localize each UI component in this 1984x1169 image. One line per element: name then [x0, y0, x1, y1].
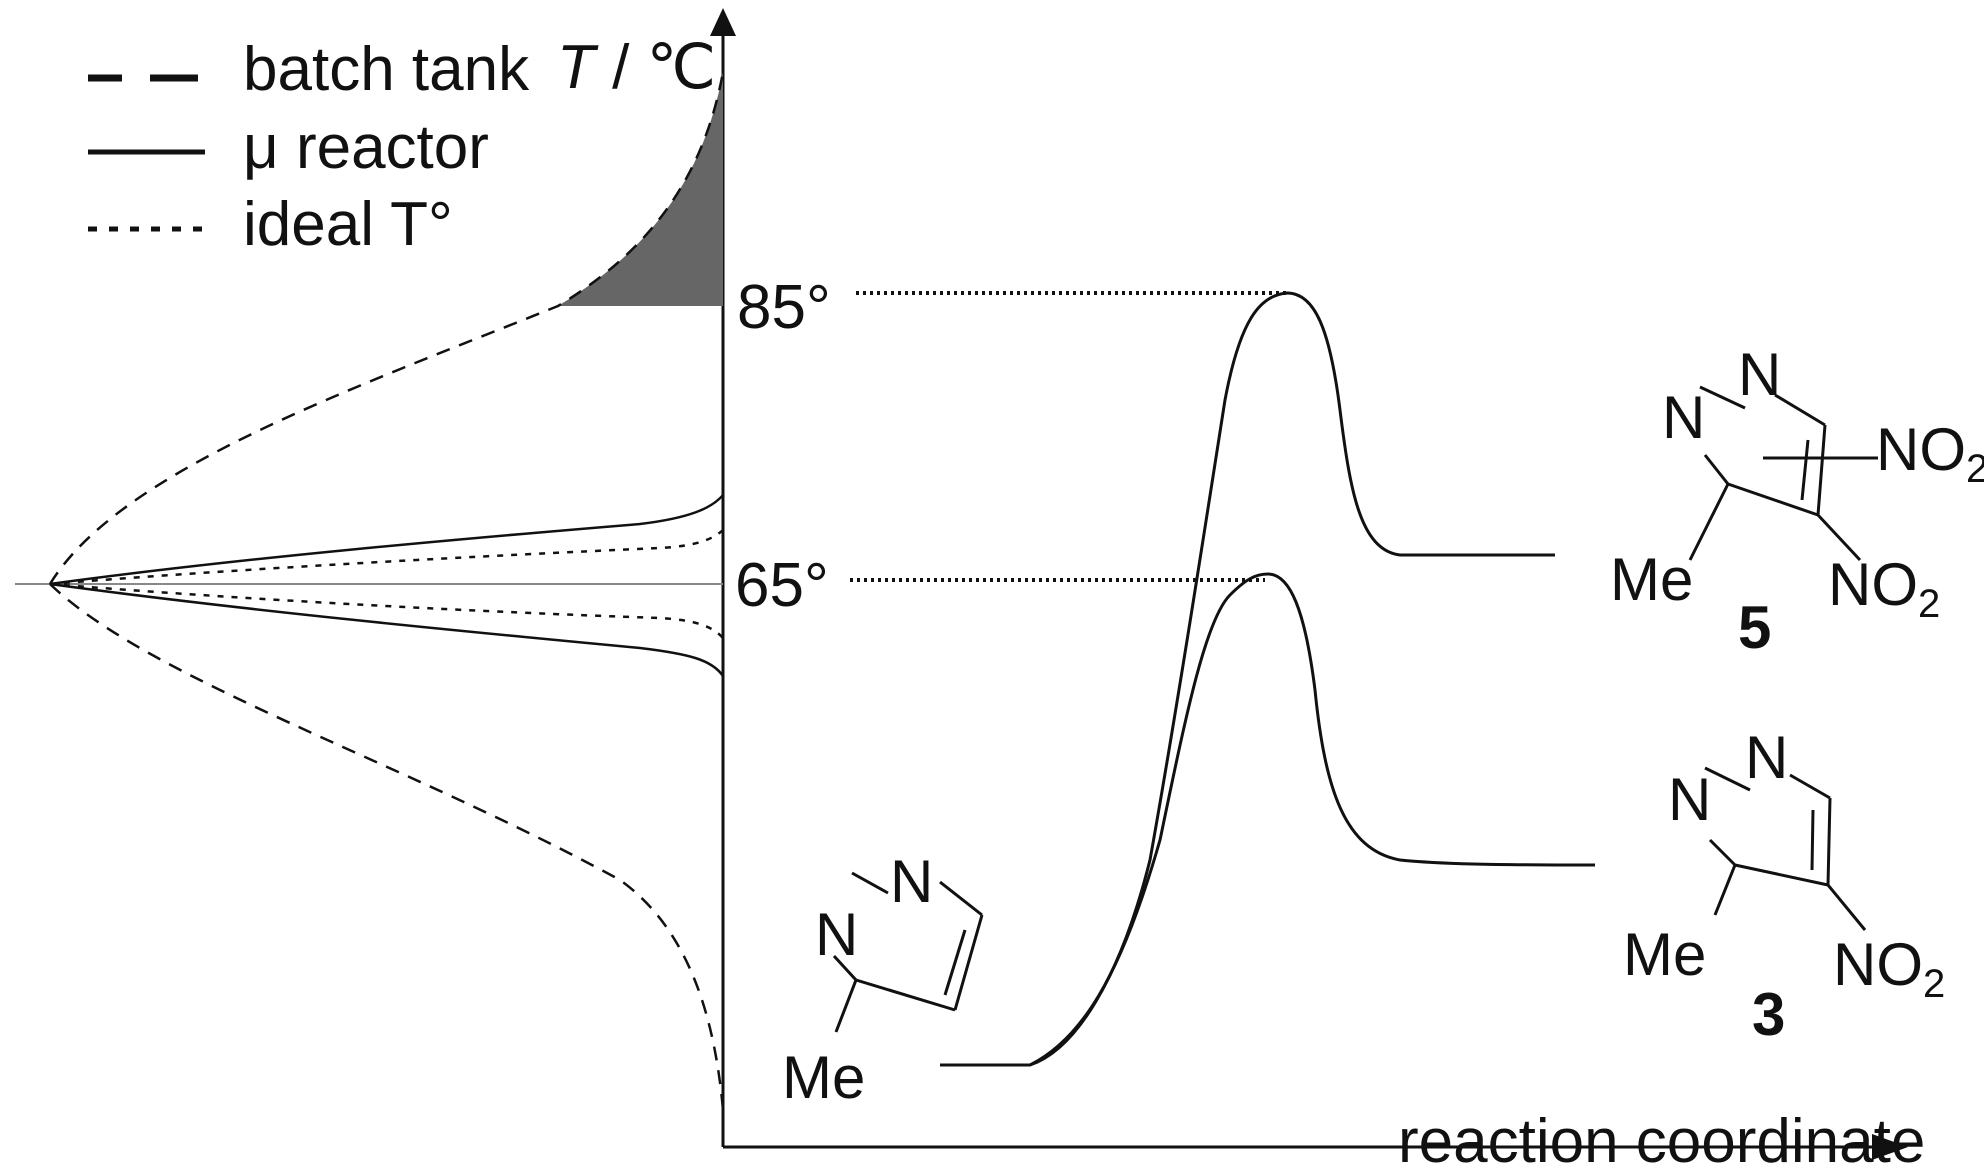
- start-methyl: Me: [782, 1044, 865, 1111]
- micro-curve-upper: [49, 494, 724, 586]
- y-axis-label: T / ℃: [557, 33, 716, 102]
- product3-number: 3: [1752, 981, 1785, 1048]
- product5-n1: N: [1662, 384, 1705, 451]
- product3-n1: N: [1668, 766, 1711, 833]
- legend-micro-label: μ reactor: [243, 113, 489, 182]
- legend-batch-label: batch tank: [243, 35, 530, 104]
- level-low-label: 65°: [735, 551, 829, 620]
- legend: batch tank μ reactor ideal T°: [88, 35, 530, 259]
- temperature-spread-profiles: [15, 71, 725, 1111]
- profile-dinitration: [940, 291, 1555, 1067]
- x-axis: [723, 1134, 1908, 1160]
- product5-number: 5: [1738, 594, 1771, 661]
- product5-n2: N: [1738, 341, 1781, 408]
- molecule-product-3: N N Me NO2 3: [1623, 724, 1945, 1048]
- ideal-curve-lower: [49, 582, 724, 639]
- product5-nitro-b: NO2: [1828, 551, 1940, 626]
- ideal-curve-upper: [49, 529, 724, 586]
- product3-n2: N: [1745, 724, 1788, 791]
- molecule-start: N N Me: [782, 848, 984, 1111]
- start-n1: N: [815, 901, 858, 968]
- product5-methyl: Me: [1610, 546, 1693, 613]
- reaction-profiles: [940, 291, 1596, 1067]
- legend-ideal-label: ideal T°: [243, 190, 453, 259]
- level-high-label: 85°: [737, 273, 831, 342]
- product5-nitro-a: NO2: [1876, 416, 1984, 491]
- batch-curve-lower: [49, 583, 725, 1111]
- profile-mononitration: [1029, 572, 1596, 1067]
- start-n2: N: [890, 848, 933, 915]
- product3-nitro: NO2: [1833, 931, 1945, 1006]
- hazard-area: [558, 72, 723, 306]
- product3-methyl: Me: [1623, 921, 1706, 988]
- batch-curve-upper: [48, 71, 725, 585]
- molecule-product-5: N N Me NO2 NO2 5: [1610, 341, 1984, 661]
- micro-curve-lower: [49, 582, 725, 677]
- x-axis-label: reaction coordinate: [1398, 1107, 1925, 1169]
